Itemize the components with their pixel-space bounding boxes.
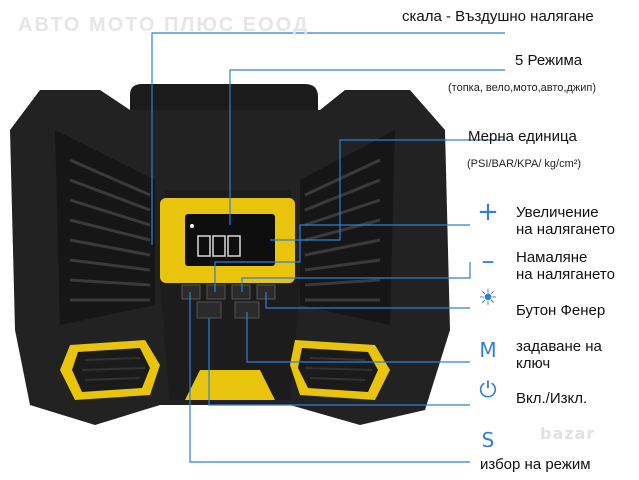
minus-icon: – <box>481 246 495 276</box>
label-modes-list: (топка, вело,мото,авто,джип) <box>448 82 597 94</box>
label-light-button: Бутон Фенер <box>516 302 606 319</box>
label-set-key-1: задаване на <box>516 338 602 355</box>
bazar-watermark: bazar <box>540 420 595 445</box>
sun-icon: ☀ <box>478 286 498 311</box>
label-pressure-scale: скала - Въздушно налягане <box>402 8 594 25</box>
label-decrease-2: на налягането <box>516 266 615 283</box>
label-increase-1: Увеличение <box>516 204 599 221</box>
label-units-list: (PSI/BAR/KPA/ kg/cm²) <box>467 158 582 170</box>
label-five-modes: 5 Режима <box>515 52 583 69</box>
power-icon: ⏻ <box>479 378 497 403</box>
label-unit: Мерна единица <box>468 128 577 145</box>
label-mode-select: избор на режим <box>480 456 591 473</box>
label-power: Вкл./Изкл. <box>516 390 588 407</box>
bazar-text: bazar <box>540 424 596 443</box>
watermark-text: АВТО МОТО ПЛЮС ЕООД <box>18 14 310 36</box>
label-increase-2: на налягането <box>516 221 615 238</box>
label-decrease-1: Намаляне <box>516 249 588 266</box>
s-icon: S <box>481 428 495 452</box>
m-icon: M <box>479 338 497 362</box>
plus-icon: + <box>477 197 499 227</box>
label-set-key-2: ключ <box>516 355 551 372</box>
